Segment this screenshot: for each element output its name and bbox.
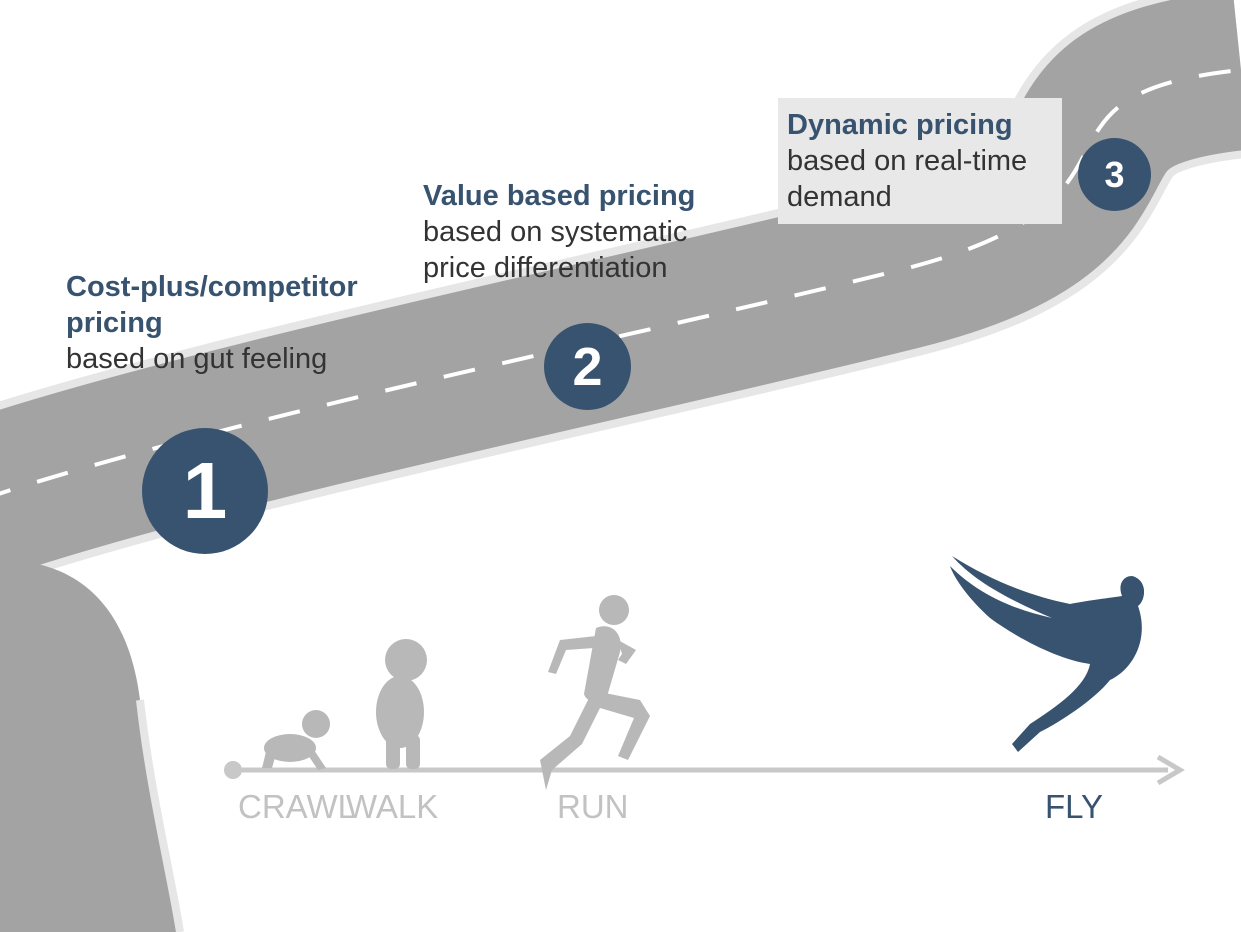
phase-label-crawl: CRAWL [238,788,356,825]
stage-2-text: Value based pricing based on systematic … [423,178,743,286]
stage-1-title: Cost-plus/competitor pricing [66,271,358,339]
stage-3-description: based on real-time demand [787,145,1028,213]
stage-3-text: Dynamic pricing based on real-time deman… [778,98,1062,224]
winding-road [0,0,1241,584]
crawling-baby-icon [262,710,330,770]
stage-3-badge: 3 [1078,138,1151,211]
stage-2-title: Value based pricing [423,180,696,212]
stage-1-text: Cost-plus/competitor pricing based on gu… [66,269,406,377]
stage-2-description: based on systematic price differentiatio… [423,216,688,284]
phase-label-walk: WALK [346,788,439,825]
phase-label-fly: FLY [1045,788,1104,825]
winged-flying-man-icon [950,556,1145,752]
stage-1-badge: 1 [142,428,268,554]
stage-3-title: Dynamic pricing [787,109,1013,141]
walking-toddler-icon [376,639,427,769]
running-man-icon [540,595,650,790]
road-lower-sweep [0,560,184,932]
arrow-icon [224,754,1185,786]
stage-2-badge: 2 [544,323,631,410]
stage-1-description: based on gut feeling [66,343,328,375]
phase-label-run: RUN [557,788,629,825]
